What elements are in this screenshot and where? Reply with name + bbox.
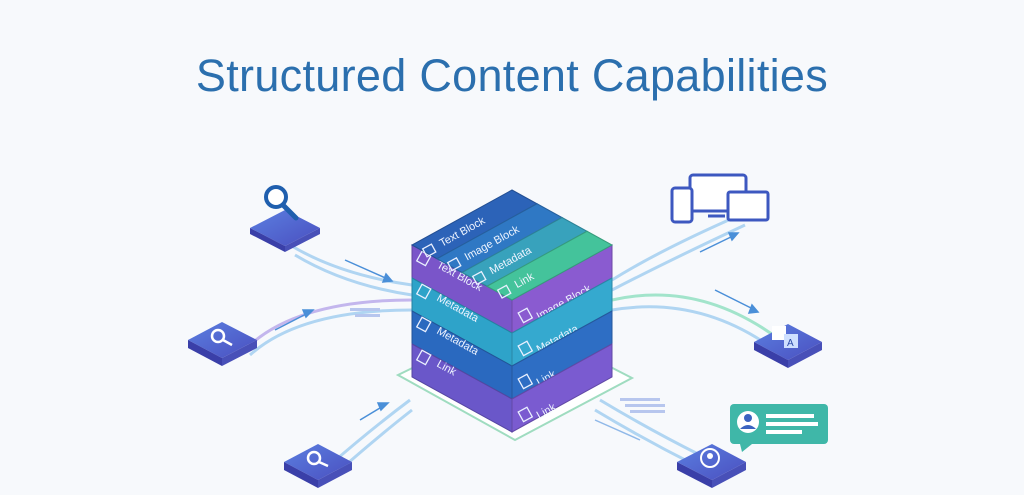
devices-node[interactable] (670, 173, 770, 224)
user-node[interactable] (677, 444, 746, 488)
search-node-bottom[interactable] (284, 444, 352, 488)
search-icon (264, 185, 299, 221)
document-icon (471, 270, 487, 286)
user-icon (700, 448, 720, 468)
search-node-top[interactable] (250, 185, 320, 252)
link-icon (415, 349, 432, 366)
search-icon (306, 450, 329, 468)
document-icon (415, 316, 432, 333)
image-icon (415, 283, 432, 300)
svg-text:A: A (787, 338, 794, 349)
text-icon (415, 250, 432, 267)
document-icon (517, 340, 534, 357)
chat-bubble (730, 404, 828, 452)
top-strip-4 (485, 230, 614, 301)
translate-node[interactable]: A (754, 324, 822, 368)
image-icon (517, 307, 534, 324)
link-icon (496, 284, 512, 299)
arrows (274, 232, 760, 441)
image-icon (446, 256, 462, 272)
search-node-left[interactable] (188, 322, 257, 366)
search-icon (210, 328, 233, 347)
link-icon (517, 406, 534, 423)
right-layer-4 (511, 343, 613, 433)
devices-icon (670, 173, 770, 224)
text-icon (421, 243, 437, 258)
link-icon (517, 373, 534, 390)
data-dashes (350, 308, 665, 413)
page-title: Structured Content Capabilities (195, 50, 829, 101)
connector-lines (248, 213, 781, 472)
translate-icon: A (772, 326, 798, 349)
